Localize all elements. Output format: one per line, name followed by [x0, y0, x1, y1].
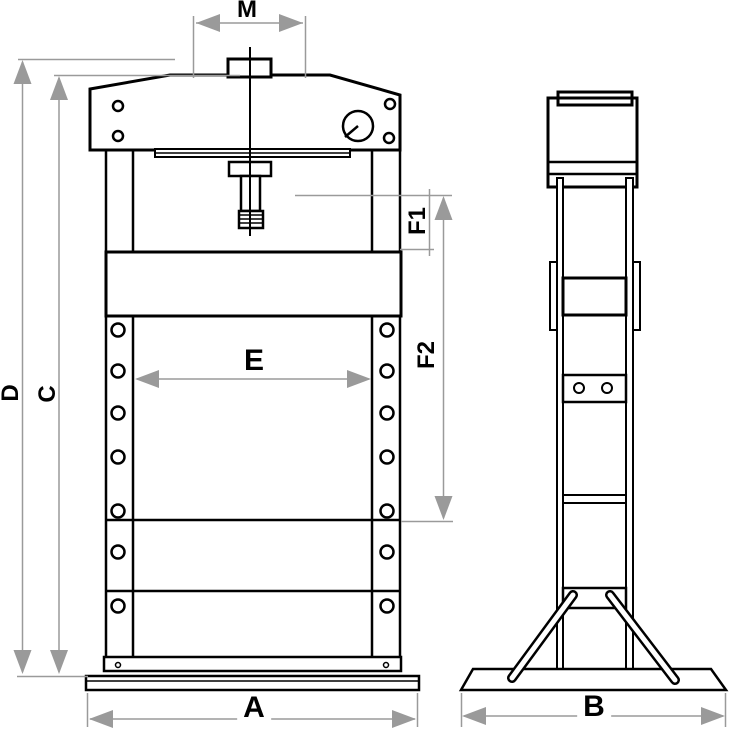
dim-label-c: C — [34, 385, 61, 403]
foot-bolt-hole — [382, 661, 390, 669]
side-ear-right — [632, 261, 641, 331]
dim-label-m: M — [237, 0, 257, 23]
press-beam — [104, 250, 403, 318]
dim-e — [135, 370, 371, 388]
front-left-column — [104, 148, 135, 660]
dim-label-b: B — [577, 692, 611, 722]
side-pin-hole — [573, 382, 585, 394]
front-base-plate — [84, 674, 421, 692]
side-view — [458, 90, 729, 692]
head-hole — [111, 99, 125, 113]
dim-m — [192, 14, 307, 78]
front-view — [84, 47, 421, 692]
side-top-plate — [556, 90, 634, 107]
dim-c — [17, 74, 240, 678]
side-head-box — [546, 96, 639, 189]
foot-strip — [102, 655, 403, 673]
dim-label-d: D — [0, 384, 24, 401]
dim-f2 — [401, 196, 453, 523]
dimension-annotations — [13, 14, 727, 728]
front-right-column — [370, 148, 402, 660]
side-thin-brace — [562, 494, 627, 504]
dim-label-e: E — [243, 344, 265, 377]
side-base-plate — [458, 667, 729, 692]
head-hole — [383, 97, 397, 111]
side-leg-braces — [507, 590, 680, 685]
side-ear-left — [549, 261, 558, 331]
head-hole — [382, 131, 396, 145]
pressure-gauge-icon — [341, 109, 375, 143]
dim-d — [13, 58, 175, 674]
side-pin-hole — [601, 382, 613, 394]
dim-label-a: A — [237, 693, 271, 723]
column-pin-holes — [110, 322, 395, 614]
head-hole — [111, 129, 125, 143]
side-table-band — [561, 373, 628, 404]
foot-bolt-hole — [114, 661, 122, 669]
dim-label-f1: F1 — [404, 206, 431, 236]
side-press-beam — [561, 276, 628, 317]
dim-label-f2: F2 — [413, 340, 440, 370]
dim-f1 — [295, 189, 452, 256]
